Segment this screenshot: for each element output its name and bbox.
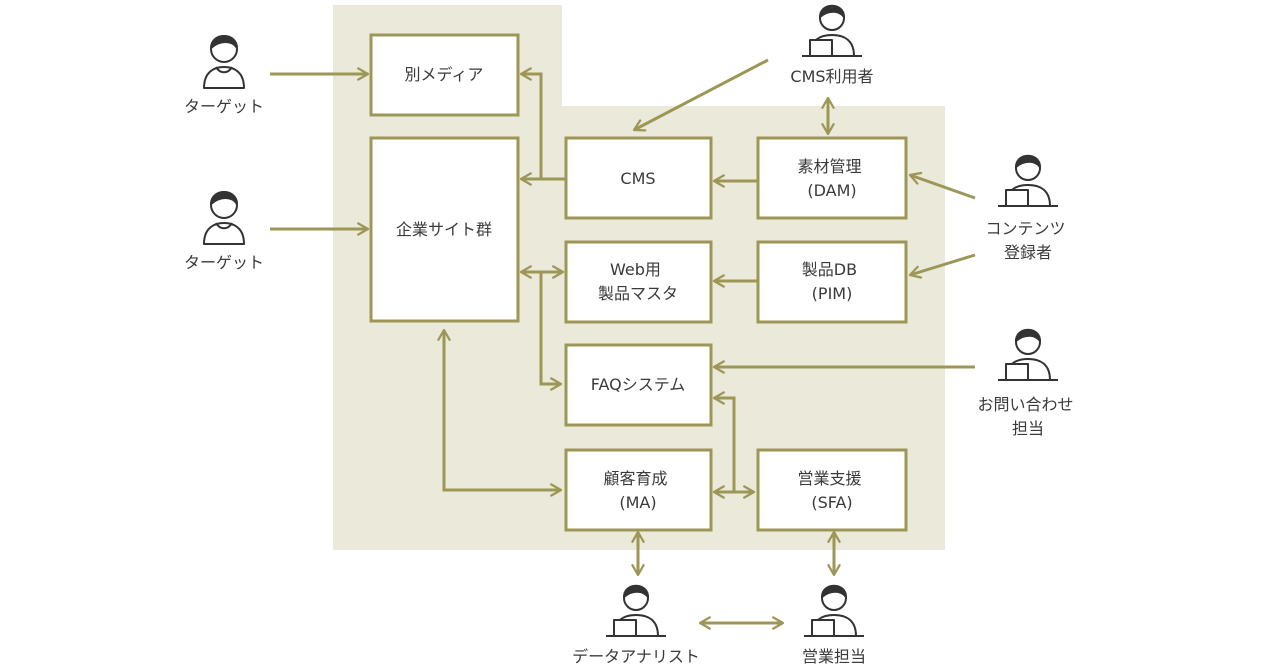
sales-staff-label: 営業担当 xyxy=(802,647,866,666)
label-line: 登録者 xyxy=(1004,243,1052,262)
label-line: 顧客育成 xyxy=(603,469,667,488)
arrow-registrant-to-pim xyxy=(908,253,976,279)
target-1-label: ターゲット xyxy=(184,97,264,116)
ma-label: 顧客育成 (MA) xyxy=(603,469,672,512)
label-line: Web用 xyxy=(610,260,661,279)
person-icon xyxy=(203,191,245,245)
label-line: (MA) xyxy=(619,493,656,512)
arrow-faq-sfa xyxy=(712,391,756,499)
connectors xyxy=(270,58,976,630)
faq-label: FAQシステム xyxy=(591,375,686,394)
label-line: コンテンツ xyxy=(985,219,1065,238)
cms-box xyxy=(564,136,713,220)
label-line: 素材管理 xyxy=(797,157,861,176)
target-2-label: ターゲット xyxy=(184,253,264,272)
label-line: FAQシステム xyxy=(591,375,686,394)
arrow-registrant-to-dam xyxy=(908,171,976,200)
label-line: 営業支援 xyxy=(797,469,861,488)
sfa-box xyxy=(756,448,908,532)
pim-box xyxy=(756,240,908,324)
ma-box xyxy=(564,448,713,532)
person-icon xyxy=(203,35,245,89)
person-with-laptop-icon xyxy=(998,328,1058,381)
label-line: データアナリスト xyxy=(572,647,700,666)
corporate-sites-label: 企業サイト群 xyxy=(396,220,492,239)
cms-user-label: CMS利用者 xyxy=(790,67,873,86)
label-line: 製品マスタ xyxy=(598,284,678,303)
data-analyst-label: データアナリスト xyxy=(572,647,700,666)
web-product-master-box xyxy=(564,240,713,324)
person-with-laptop-icon xyxy=(606,584,666,637)
label-line: ターゲット xyxy=(184,253,264,272)
dam-label: 素材管理 (DAM) xyxy=(797,157,866,200)
other-media-label: 別メディア xyxy=(405,65,484,84)
corporate-sites-box xyxy=(369,136,520,323)
arrow-corporate-sites-ma xyxy=(437,328,563,497)
label-line: お問い合わせ xyxy=(977,395,1073,414)
label-line: CMS xyxy=(620,169,655,188)
label-line: 別メディア xyxy=(405,65,484,84)
label-line: (DAM) xyxy=(807,181,856,200)
other-media-box xyxy=(369,33,520,117)
pim-label: 製品DB (PIM) xyxy=(802,260,862,303)
label-line: 担当 xyxy=(1012,419,1044,438)
inquiry-staff-label: お問い合わせ 担当 xyxy=(977,395,1078,438)
arrow-cms-user-to-cms xyxy=(632,58,769,132)
label-line: (PIM) xyxy=(812,284,853,303)
label-line: 製品DB xyxy=(802,260,857,279)
web-product-master-label: Web用 製品マスタ xyxy=(598,260,678,303)
cms-label: CMS xyxy=(620,169,655,188)
sfa-label: 営業支援 (SFA) xyxy=(797,469,866,512)
faq-box xyxy=(564,343,713,427)
arrow-cms-to-other-media xyxy=(519,67,566,181)
label-line: (SFA) xyxy=(811,493,852,512)
person-with-laptop-icon xyxy=(802,4,862,57)
content-registrant-label: コンテンツ 登録者 xyxy=(985,219,1070,262)
person-with-laptop-icon xyxy=(804,584,864,637)
label-line: ターゲット xyxy=(184,97,264,116)
label-line: 企業サイト群 xyxy=(396,220,492,239)
label-line: CMS利用者 xyxy=(790,67,873,86)
person-with-laptop-icon xyxy=(998,154,1058,207)
label-line: 営業担当 xyxy=(802,647,866,666)
system-boxes xyxy=(369,33,908,532)
dam-box xyxy=(756,136,908,220)
